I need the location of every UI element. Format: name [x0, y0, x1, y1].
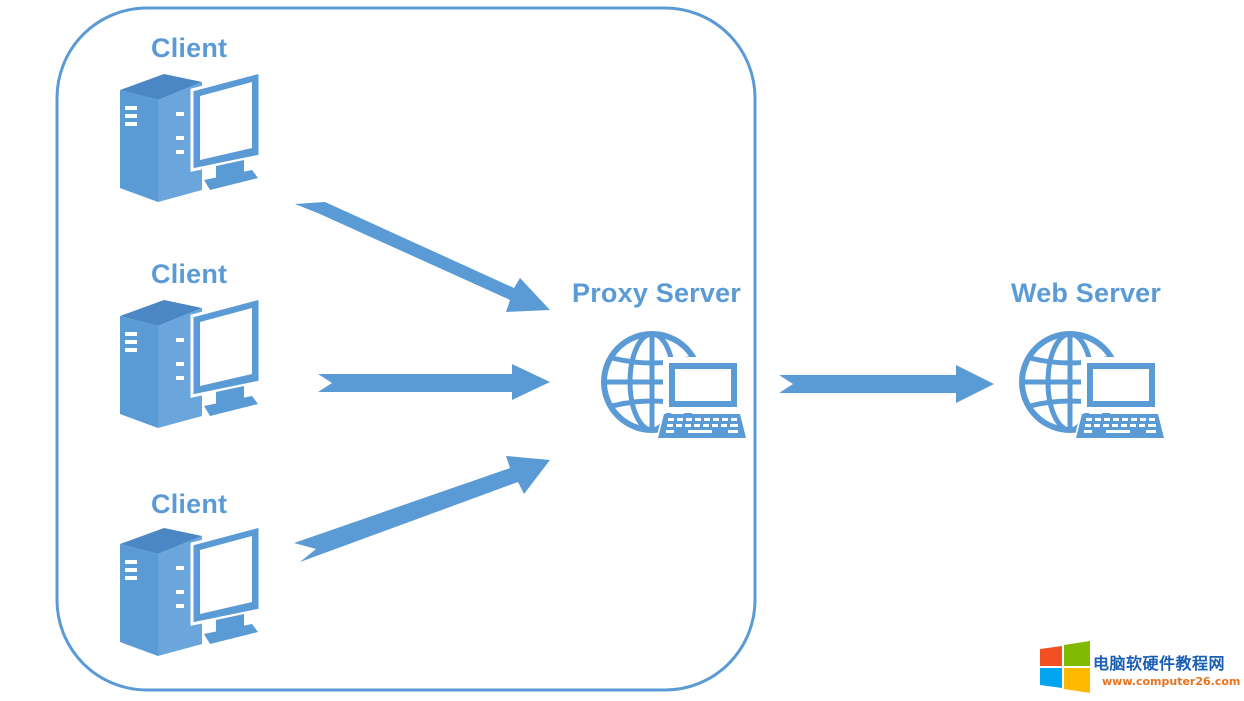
desktop-computer-icon	[118, 296, 262, 430]
desktop-computer-icon	[118, 70, 262, 204]
client-3-label: Client	[151, 489, 228, 519]
web-server-label: Web Server	[1011, 278, 1162, 308]
globe-laptop-icon	[1022, 334, 1166, 440]
client-2-label: Client	[151, 259, 228, 289]
arrow-client3-to-proxy	[294, 456, 550, 562]
watermark-url: www.computer26.com	[1102, 675, 1241, 688]
watermark-title: 电脑软硬件教程网	[1093, 654, 1226, 673]
client-group-boundary	[55, 6, 757, 692]
arrow-client1-to-proxy	[295, 202, 550, 312]
globe-laptop-icon	[604, 334, 748, 440]
desktop-computer-icon	[118, 524, 262, 658]
windows-logo-icon	[1040, 641, 1090, 693]
proxy-server-label: Proxy Server	[572, 278, 742, 308]
arrow-proxy-to-web	[779, 365, 994, 403]
arrow-client2-to-proxy	[318, 364, 550, 400]
client-1-label: Client	[151, 33, 228, 63]
